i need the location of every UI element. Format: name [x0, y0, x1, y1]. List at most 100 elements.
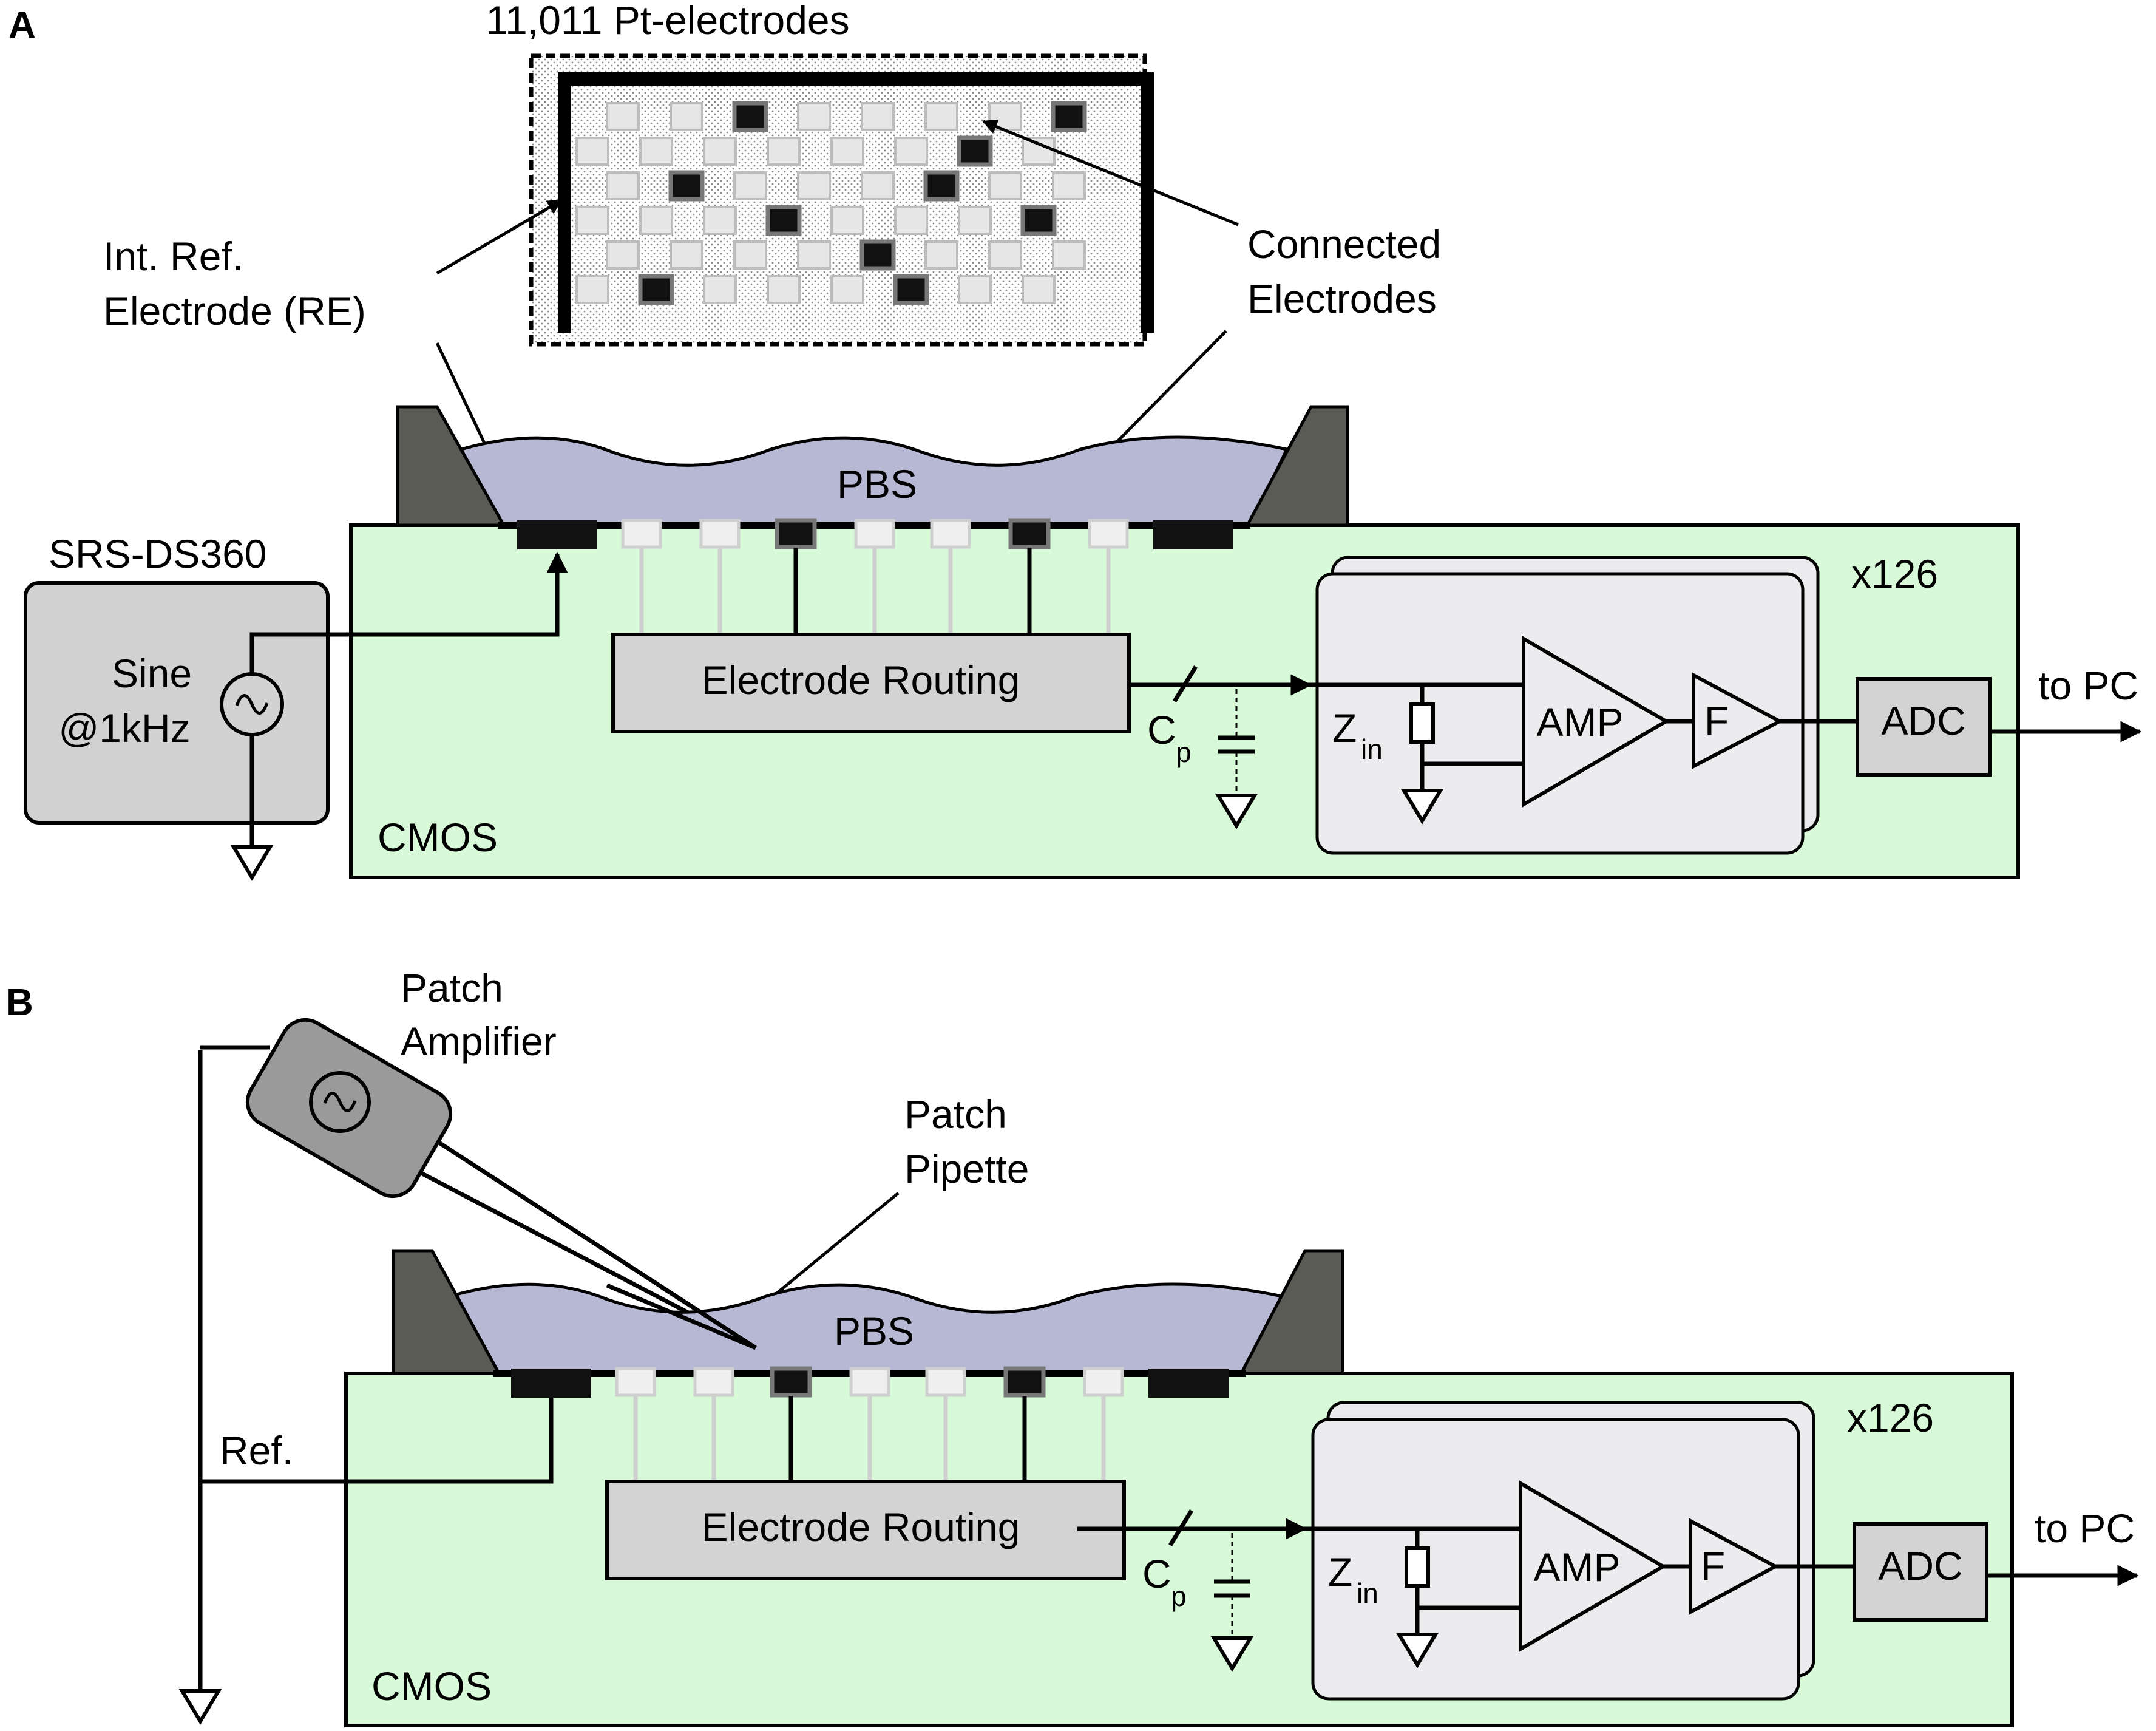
- reference-electrode-frame: [558, 72, 1154, 333]
- electrode: [606, 102, 640, 131]
- connected-electrode: [893, 274, 929, 305]
- cp-subscript-b: p: [1171, 1580, 1187, 1612]
- cp-subscript: p: [1176, 736, 1192, 768]
- stimulus-wire: [249, 551, 568, 674]
- electrode: [575, 206, 609, 235]
- filter-label: F: [1704, 698, 1729, 743]
- connected-electrode: [1051, 101, 1087, 132]
- electrode: [1052, 240, 1086, 270]
- connected-electrode: [765, 205, 802, 236]
- adc-label: ADC: [1881, 698, 1965, 743]
- electrode: [988, 240, 1022, 270]
- ref-electrode-right-b: [1148, 1369, 1229, 1398]
- amplifier-triangle-b: [1519, 1480, 1667, 1653]
- well-wall-right-b: [1238, 1249, 1344, 1375]
- electrode: [958, 206, 992, 235]
- pipette-tip-lower: [606, 1283, 757, 1350]
- int-ref-pointer-top: [436, 199, 563, 275]
- electrode: [1052, 171, 1086, 200]
- adc-block: [1856, 677, 1992, 777]
- pbs-label-b: PBS: [834, 1308, 914, 1353]
- electrode: [830, 275, 864, 304]
- amp-label: AMP: [1536, 699, 1623, 744]
- sine-label-2: @1kHz: [58, 706, 190, 750]
- amplifier-triangle: [1522, 635, 1670, 808]
- sine-label-1: Sine: [112, 651, 192, 696]
- connected-pointer-top: [981, 119, 1239, 226]
- electrode: [830, 206, 864, 235]
- connected-electrode: [638, 274, 674, 305]
- electrode: [733, 171, 767, 200]
- electrode: [639, 137, 673, 166]
- zin-label: Z: [1332, 706, 1357, 750]
- patch-sine-glyph: [323, 1092, 357, 1112]
- zin-subscript-b: in: [1357, 1577, 1378, 1609]
- surface-electrodes-b: [615, 1366, 1124, 1398]
- cmos-label: CMOS: [378, 815, 498, 860]
- electrode: [1022, 275, 1056, 304]
- pbs-solution: [459, 435, 1289, 527]
- ground-icon-cp: [1215, 794, 1258, 829]
- electrode: [830, 137, 864, 166]
- electrode-routing-label-b: Electrode Routing: [702, 1505, 1020, 1549]
- filter-label-b: F: [1701, 1543, 1725, 1588]
- int-ref-label-2: Electrode (RE): [103, 288, 366, 333]
- electrode: [797, 171, 831, 200]
- bus-slash: [1173, 665, 1198, 702]
- cp-label: C: [1147, 707, 1176, 752]
- connected-label-2: Electrodes: [1247, 276, 1437, 321]
- array-title: 11,011 Pt-electrodes: [486, 0, 849, 43]
- panel-a: A 11,011 Pt-electrodes Int. Ref. Electro…: [8, 0, 2142, 881]
- sine-wave-glyph: [235, 694, 269, 715]
- ground-icon-cp-b: [1210, 1636, 1254, 1672]
- well-wall-right: [1244, 405, 1349, 527]
- electrode: [639, 206, 673, 235]
- electrode: [797, 240, 831, 270]
- electrode: [575, 275, 609, 304]
- connected-electrode: [859, 239, 896, 271]
- electrode: [924, 240, 958, 270]
- connected-electrode: [923, 170, 960, 202]
- electrode: [958, 275, 992, 304]
- electrode-array-inset: [529, 53, 1154, 347]
- electrode: [575, 137, 609, 166]
- electrode: [988, 171, 1022, 200]
- panel-b: B Patch Amplifier Patch Pipette CMOS PBS: [6, 965, 2139, 1727]
- connected-electrode: [957, 135, 993, 167]
- electrode-routing-label: Electrode Routing: [702, 658, 1020, 702]
- electrode: [733, 240, 767, 270]
- electrode-routing-block-b: [605, 1480, 1126, 1580]
- electrode: [1022, 137, 1056, 166]
- connected-electrode: [732, 101, 768, 132]
- ground-icon-zin: [1400, 789, 1444, 825]
- zin-resistor: [1409, 702, 1435, 744]
- panel-a-letter: A: [8, 4, 36, 46]
- electrode: [703, 206, 737, 235]
- int-ref-label-1: Int. Ref.: [103, 234, 243, 279]
- pipette-label-2: Pipette: [904, 1146, 1029, 1191]
- surface-electrodes-a: [621, 518, 1129, 549]
- patch-amp-label-2: Amplifier: [401, 1019, 557, 1064]
- ref-electrode-left: [517, 520, 597, 549]
- ref-electrode-right: [1153, 520, 1233, 549]
- electrode: [894, 206, 928, 235]
- adc-label-b: ADC: [1878, 1543, 1962, 1588]
- electrode: [894, 137, 928, 166]
- filter-triangle: [1692, 672, 1784, 769]
- pipette-label-1: Patch: [904, 1092, 1007, 1137]
- ref-electrode-left-b: [511, 1369, 591, 1398]
- electrode: [606, 171, 640, 200]
- zin-label-b: Z: [1328, 1549, 1352, 1594]
- ref-label: Ref.: [220, 1428, 293, 1473]
- to-pc-label: to PC: [2038, 663, 2138, 708]
- pipette-tip-upper: [660, 1285, 757, 1350]
- patch-amp-label-1: Patch: [401, 965, 503, 1010]
- ground-icon-patch: [178, 1689, 222, 1725]
- electrode: [670, 102, 703, 131]
- connected-electrode: [668, 170, 705, 202]
- routing-wires-b: [633, 1396, 1106, 1481]
- connected-label-1: Connected: [1247, 222, 1441, 267]
- electrode: [670, 240, 703, 270]
- routing-wires-a: [639, 548, 1111, 634]
